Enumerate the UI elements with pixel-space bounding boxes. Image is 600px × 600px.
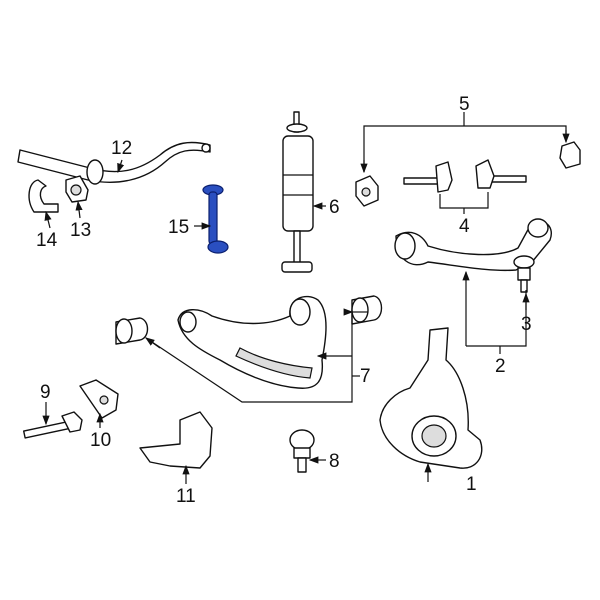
callout-14: 14 xyxy=(36,230,58,251)
callout-12: 12 xyxy=(111,138,132,159)
callout-13: 13 xyxy=(70,220,91,241)
cam-bolt[interactable] xyxy=(403,159,527,193)
callout-2: 2 xyxy=(495,356,506,377)
callout-5: 5 xyxy=(459,94,470,115)
callout-1: 1 xyxy=(466,474,477,495)
callout-8: 8 xyxy=(329,451,340,472)
steering-knuckle[interactable] xyxy=(379,327,483,469)
lower-ball-joint[interactable] xyxy=(289,429,315,473)
stabilizer-bar[interactable] xyxy=(17,141,211,185)
stabilizer-bushing[interactable] xyxy=(65,175,89,203)
callout-15: 15 xyxy=(168,217,189,238)
callout-4: 4 xyxy=(459,216,470,237)
callout-7: 7 xyxy=(360,366,371,387)
leader-lines xyxy=(42,112,570,484)
stabilizer-bracket[interactable] xyxy=(28,179,59,213)
upper-ball-joint[interactable] xyxy=(517,267,531,293)
bolt[interactable] xyxy=(22,411,83,439)
callout-3: 3 xyxy=(521,314,532,335)
callout-6: 6 xyxy=(329,197,340,218)
callout-9: 9 xyxy=(40,382,51,403)
stabilizer-link[interactable] xyxy=(202,184,229,254)
upper-control-arm[interactable] xyxy=(394,218,552,272)
cam-bolt-washer[interactable] xyxy=(355,141,581,207)
callout-11: 11 xyxy=(176,486,196,507)
callout-10: 10 xyxy=(90,430,111,451)
shock-absorber[interactable] xyxy=(281,111,314,273)
bracket[interactable] xyxy=(139,411,213,469)
cam-adjuster[interactable] xyxy=(79,379,119,419)
lower-control-arm[interactable] xyxy=(177,295,327,389)
